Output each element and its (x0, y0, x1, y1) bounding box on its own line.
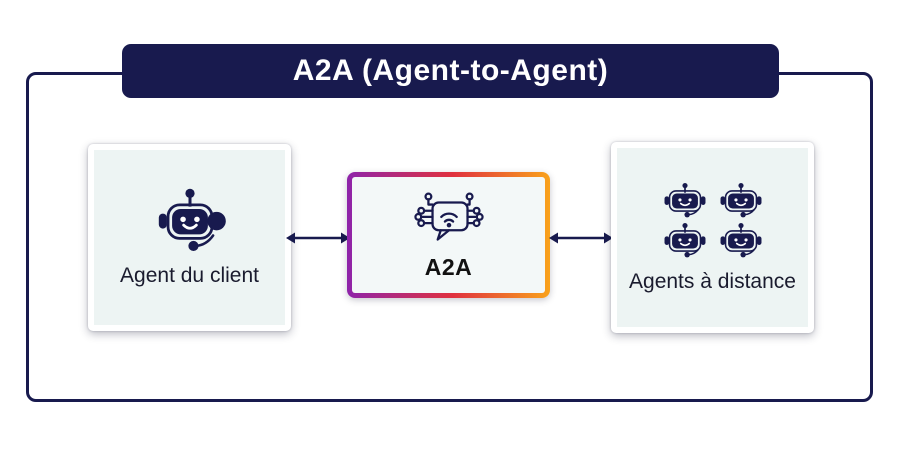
page-title: A2A (Agent-to-Agent) (292, 54, 609, 87)
client-agent-box: Agent du client (88, 144, 291, 331)
a2a-label: A2A (424, 253, 473, 280)
robot-grid (662, 182, 764, 260)
remote-agents-label: Agents à distance (629, 269, 796, 293)
bidirectional-arrow-a2a-remote (549, 232, 613, 244)
chatbot-icon (158, 188, 226, 251)
robot-icon (664, 222, 705, 257)
title-banner: A2A (Agent-to-Agent) (122, 44, 779, 98)
wifi-chat-circuit-icon (413, 192, 484, 241)
a2a-box: A2A (352, 177, 545, 293)
robot-icon (664, 182, 705, 217)
bidirectional-arrow-client-a2a (286, 232, 350, 244)
a2a-gradient-border: A2A (347, 172, 550, 298)
client-agent-label: Agent du client (120, 264, 259, 287)
remote-agents-box: Agents à distance (611, 142, 814, 333)
robot-icon (720, 222, 761, 257)
robot-icon (720, 182, 761, 217)
